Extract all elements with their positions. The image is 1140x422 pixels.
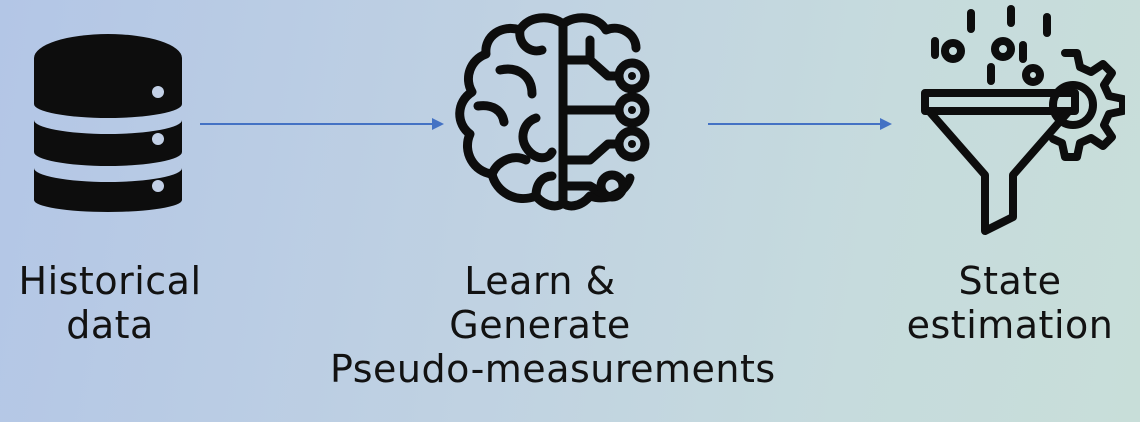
arrow-2 [708, 118, 892, 130]
label-line: data [66, 303, 154, 347]
label-line: State [958, 259, 1062, 303]
label-line: Pseudo-measurements [330, 347, 776, 391]
brain-circuit-icon [455, 13, 650, 211]
arrow-1 [200, 118, 444, 130]
label-learn-generate: Learn & Generate Pseudo-measurements [330, 259, 776, 391]
label-line: estimation [906, 303, 1114, 347]
funnel-gear-icon [921, 5, 1125, 235]
label-state-estimation: State estimation [890, 259, 1130, 347]
label-historical-data: Historical data [0, 259, 220, 347]
label-line: Historical [18, 259, 202, 303]
database-icon [34, 34, 182, 212]
label-line: Generate [449, 303, 631, 347]
label-line: Learn & [464, 259, 616, 303]
